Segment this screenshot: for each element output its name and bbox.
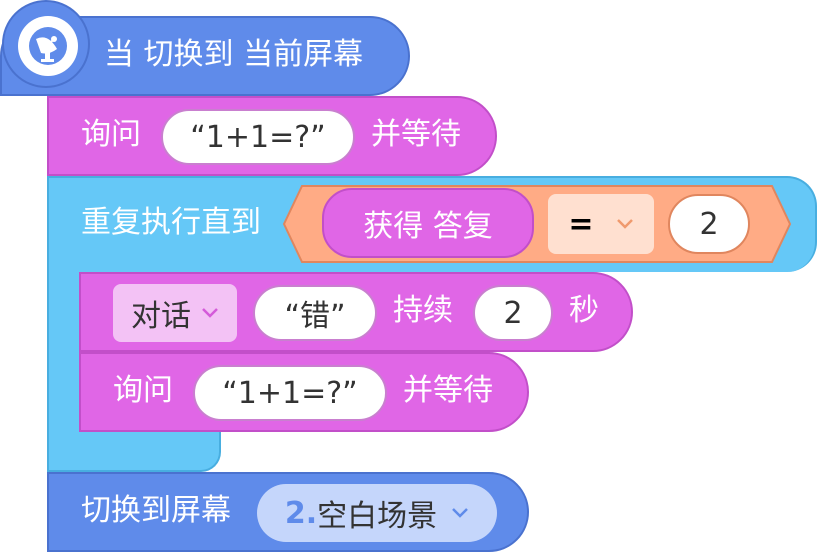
seconds-value: 2 [503,295,523,331]
hat-block-label: 当 切换到 当前屏幕 [104,37,364,72]
say-for-seconds-block[interactable]: 对话 “错” 持续 2 秒 [79,272,633,352]
satellite-dish-icon [18,16,78,76]
ask-and-wait-block-1[interactable]: 询问 “1+1=?” 并等待 [47,96,497,176]
chevron-down-icon [202,308,218,318]
compare-value-text: 2 [699,206,719,242]
operator-symbol: = [568,206,594,242]
say-mode-label: 对话 [131,299,191,334]
screen-dropdown[interactable]: 2. 空白场景 [257,484,497,542]
say-text-input[interactable]: “错” [253,285,377,341]
chevron-down-icon [616,219,633,229]
ask-and-wait-block-2[interactable]: 询问 “1+1=?” 并等待 [79,352,529,432]
answer-reporter-label: 获得 答复 [363,209,493,244]
ask-label: 询问 [81,117,141,152]
switch-screen-label: 切换到屏幕 [81,493,231,528]
chevron-down-icon [452,508,469,518]
question-input[interactable]: “1+1=?” [161,109,355,165]
question-text: “1+1=?” [222,375,358,411]
answer-reporter[interactable]: 获得 答复 [322,188,534,258]
screen-name: 空白场景 [317,499,438,534]
switch-screen-block[interactable]: 切换到屏幕 2. 空白场景 [47,472,529,552]
seconds-unit-label: 秒 [569,293,599,328]
hat-icon-ring [2,0,90,88]
ask-suffix-label: 并等待 [403,373,493,408]
repeat-until-label: 重复执行直到 [81,205,261,240]
say-text: “错” [284,299,346,334]
screen-number: 2. [284,495,318,531]
question-input[interactable]: “1+1=?” [193,365,387,421]
say-duration-label: 持续 [393,293,453,328]
seconds-input[interactable]: 2 [473,285,553,341]
say-mode-dropdown[interactable]: 对话 [113,284,237,342]
operator-dropdown[interactable]: = [548,194,654,254]
question-text: “1+1=?” [190,119,326,155]
ask-suffix-label: 并等待 [371,117,461,152]
compare-value-input[interactable]: 2 [668,194,750,254]
ask-label: 询问 [113,373,173,408]
repeat-until-block-bottom[interactable] [47,432,221,472]
